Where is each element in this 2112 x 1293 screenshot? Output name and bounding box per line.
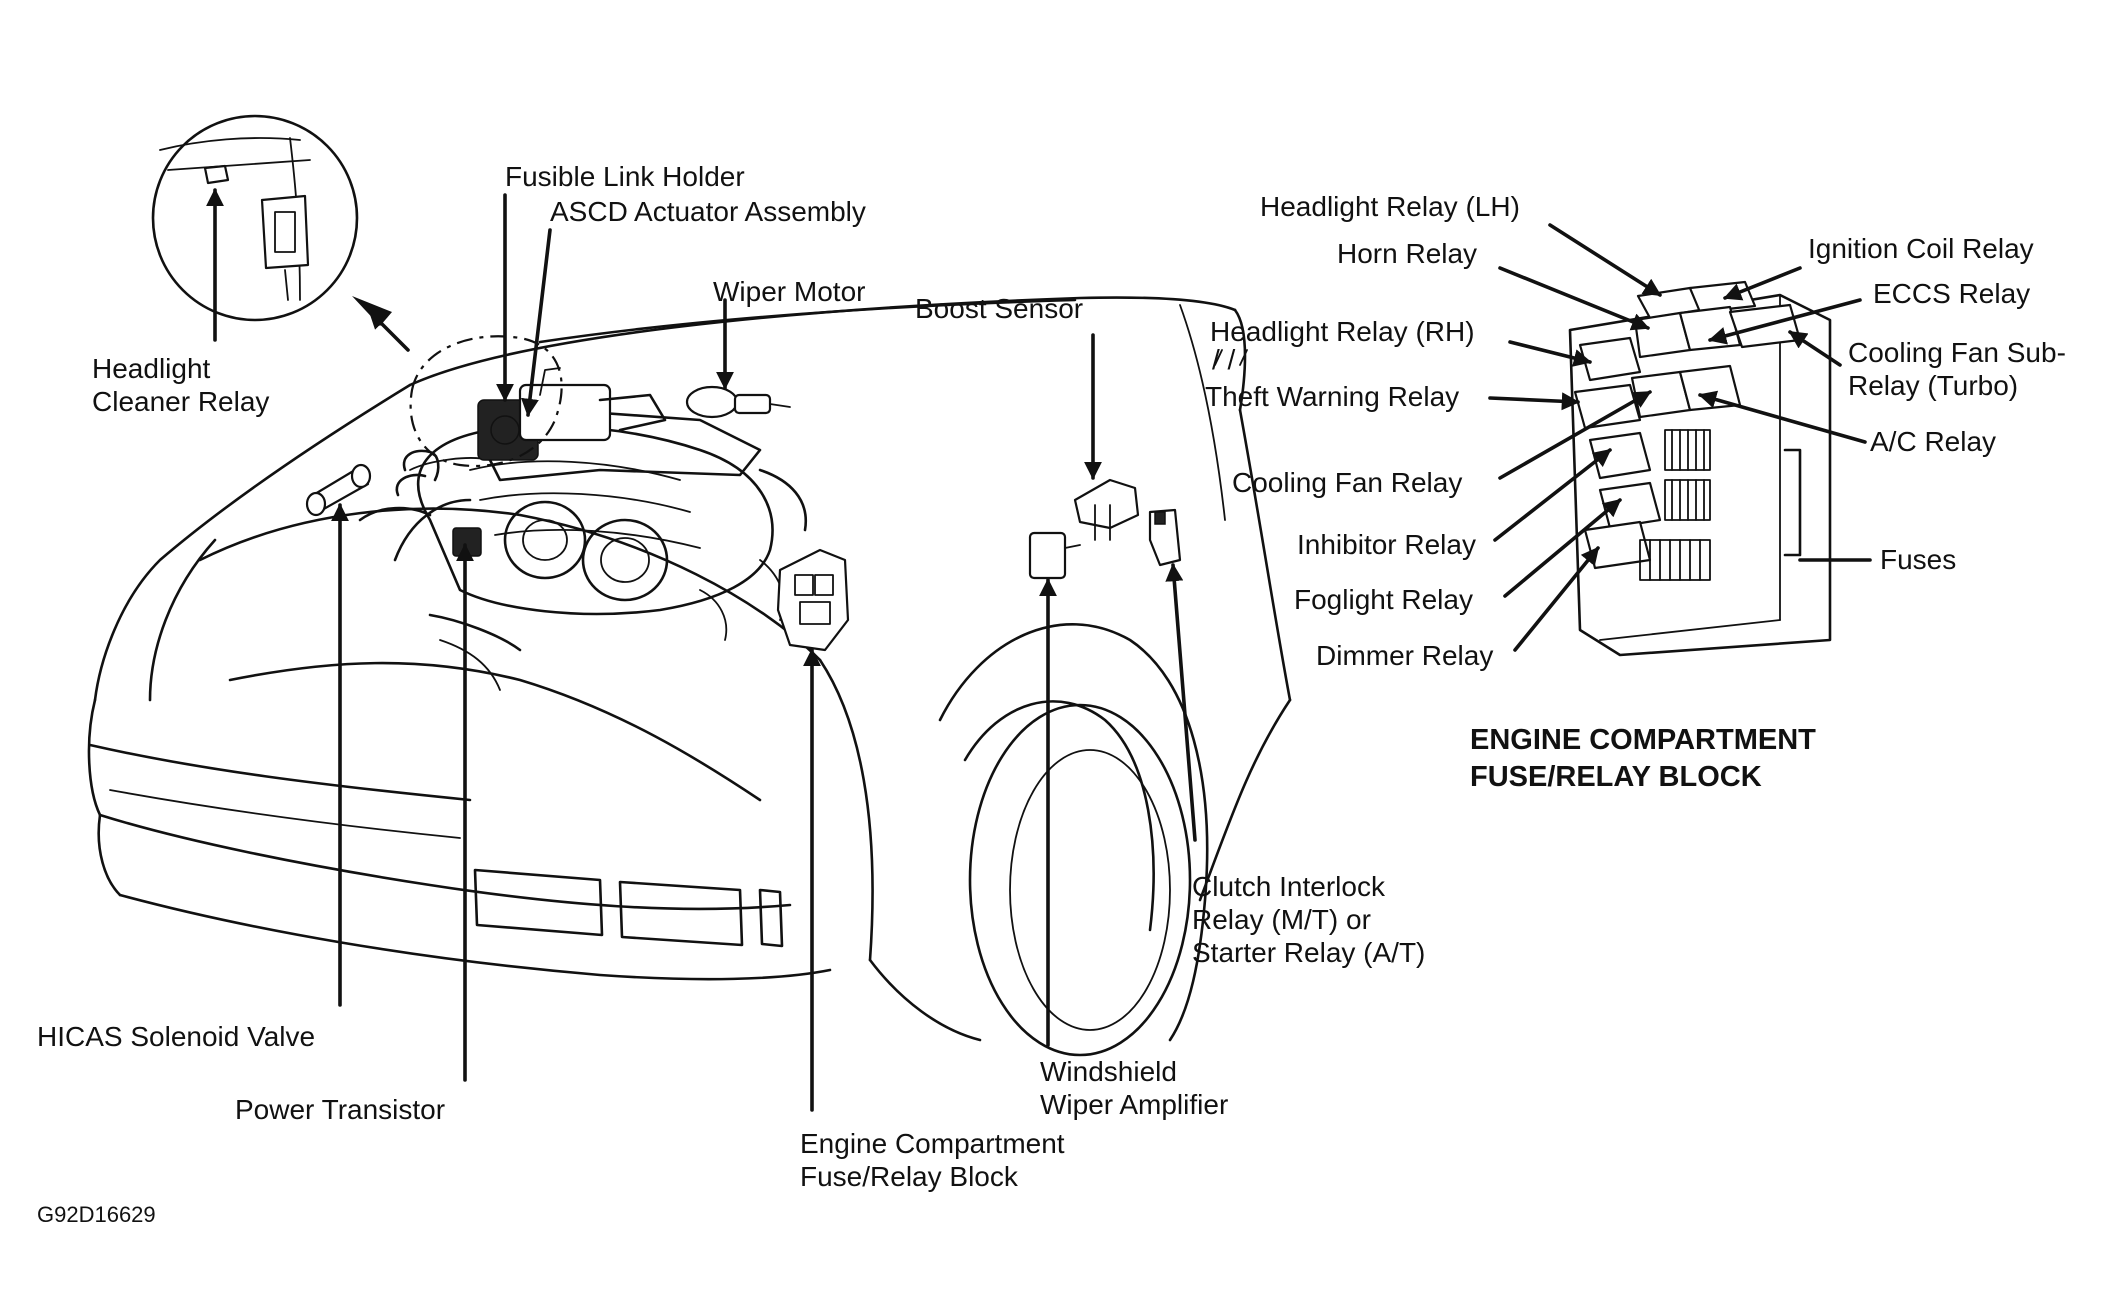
label-eccs-relay: ECCS Relay — [1873, 278, 2031, 309]
engine-bay — [358, 408, 808, 691]
label-line: Fuse/Relay Block — [800, 1161, 1018, 1192]
label-fuses: Fuses — [1880, 544, 1957, 575]
label-ascd-actuator: ASCD Actuator Assembly — [550, 196, 866, 227]
label-headlight-relay-lh: Headlight Relay (LH) — [1260, 191, 1520, 222]
inset-title-line: FUSE/RELAY BLOCK — [1470, 761, 1762, 793]
boost-sensor-part — [1073, 478, 1140, 541]
label-line: Engine Compartment — [800, 1128, 1065, 1159]
label-cooling-fan-relay: Cooling Fan Relay — [1232, 467, 1463, 498]
label-windshield-wiper-amplifier: Windshield Wiper Amplifier — [1040, 1055, 1228, 1121]
hicas-solenoid-part — [305, 463, 372, 517]
label-clutch-interlock-relay: Clutch Interlock Relay (M/T) or Starter … — [1192, 870, 1425, 969]
wiper-motor-part — [685, 385, 791, 419]
label-foglight-relay: Foglight Relay — [1294, 584, 1473, 615]
label-line: Relay (Turbo) — [1848, 370, 2019, 401]
label-theft-warning-relay: Theft Warning Relay — [1205, 381, 1460, 412]
label-engine-compartment-block: Engine Compartment Fuse/Relay Block — [800, 1127, 1065, 1193]
car-body-outline — [87, 296, 1292, 1057]
label-power-transistor: Power Transistor — [235, 1094, 446, 1125]
leader-lines — [206, 188, 1872, 1112]
detail-magnifier — [151, 114, 359, 322]
label-line: Windshield — [1040, 1056, 1177, 1087]
label-line: Cleaner Relay — [92, 386, 270, 417]
inset-title-line: ENGINE COMPARTMENT — [1470, 724, 1816, 756]
label-headlight-relay-rh: Headlight Relay (RH) — [1210, 316, 1475, 347]
callout-ring — [409, 335, 563, 467]
fuse-relay-block-part — [776, 548, 850, 652]
fuse-relay-block-detail — [1568, 280, 1832, 657]
label-line: Starter Relay (A/T) — [1192, 937, 1426, 968]
label-boost-sensor: Boost Sensor — [915, 293, 1084, 324]
label-ignition-coil-relay: Ignition Coil Relay — [1808, 233, 2034, 264]
label-line: Headlight — [92, 353, 211, 384]
label-ac-relay: A/C Relay — [1870, 426, 1997, 457]
power-transistor-part — [452, 527, 482, 557]
label-inhibitor-relay: Inhibitor Relay — [1297, 529, 1476, 560]
inset-title: ENGINE COMPARTMENT FUSE/RELAY BLOCK — [1470, 722, 1816, 796]
label-horn-relay: Horn Relay — [1337, 238, 1478, 269]
label-hicas-solenoid-valve: HICAS Solenoid Valve — [37, 1021, 316, 1052]
label-headlight-cleaner-relay: Headlight Cleaner Relay — [92, 352, 269, 418]
figure-code: G92D16629 — [37, 1202, 156, 1227]
label-fusible-link-holder: Fusible Link Holder — [505, 161, 745, 192]
label-cooling-fan-sub-relay: Cooling Fan Sub- Relay (Turbo) — [1848, 336, 2066, 402]
label-line: Relay (M/T) or — [1192, 904, 1371, 935]
label-line: Cooling Fan Sub- — [1848, 337, 2066, 368]
wiper-amplifier-part — [1028, 531, 1081, 580]
label-dimmer-relay: Dimmer Relay — [1316, 640, 1494, 671]
label-line: Wiper Amplifier — [1040, 1089, 1229, 1120]
label-ticks: / / — [1212, 344, 1236, 375]
label-line: Clutch Interlock — [1192, 871, 1385, 902]
clutch-interlock-part — [1148, 508, 1182, 567]
label-wiper-motor: Wiper Motor — [713, 276, 866, 307]
